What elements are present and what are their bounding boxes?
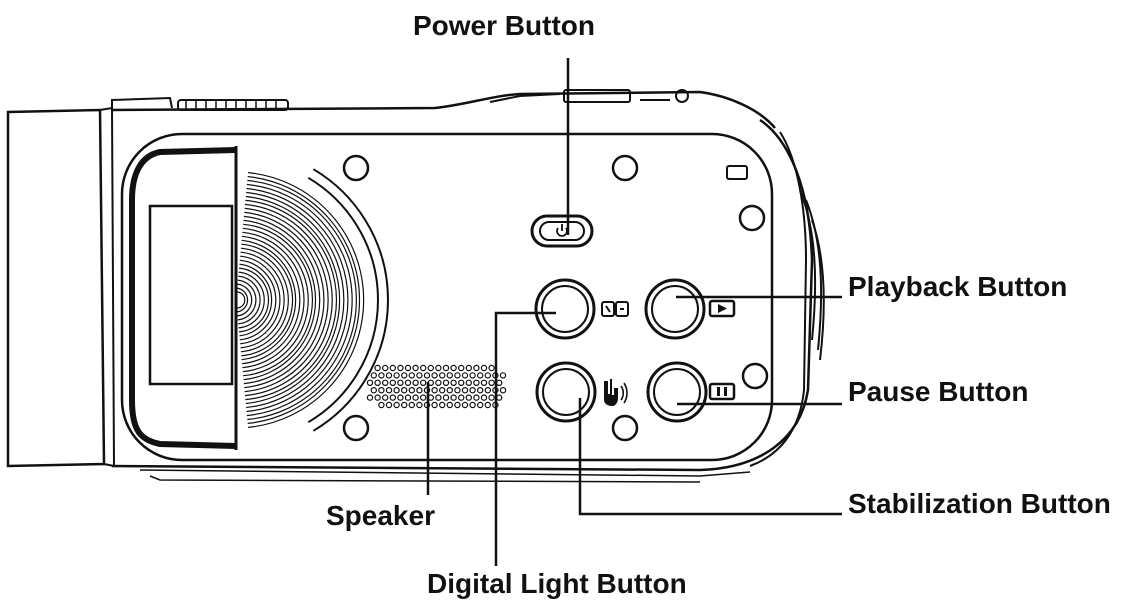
hand-shake-icon — [604, 379, 628, 406]
leader-lines — [426, 58, 842, 566]
stabilization-button-label: Stabilization Button — [848, 488, 1111, 519]
digital-light-icon — [601, 301, 629, 317]
leader-stabilization — [578, 398, 842, 516]
digital-light-button — [534, 278, 596, 340]
side-ridges — [799, 189, 825, 361]
body-outline — [111, 118, 814, 483]
playback-button — [644, 278, 706, 340]
pause-button — [646, 361, 708, 423]
pause-icon — [708, 382, 736, 401]
leader-digital-light — [494, 311, 556, 566]
back-panel — [120, 132, 774, 462]
playback-button-label: Playback Button — [848, 271, 1068, 302]
screw-holes — [342, 154, 769, 442]
stabilization-button — [535, 361, 597, 423]
pause-button-label: Pause Button — [848, 376, 1029, 407]
power-icon — [556, 224, 568, 237]
lens-barrel — [6, 106, 116, 468]
digital-light-button-label: Digital Light Button — [427, 568, 687, 599]
speaker-label: Speaker — [326, 500, 435, 531]
power-button-label: Power Button — [413, 10, 595, 41]
hinge-arcs — [236, 168, 389, 432]
speaker-grille — [366, 364, 507, 409]
indicator-light — [726, 165, 748, 180]
play-icon — [708, 299, 736, 318]
power-button — [530, 214, 594, 248]
top-edge — [111, 89, 776, 129]
lcd-screen — [129, 146, 238, 450]
